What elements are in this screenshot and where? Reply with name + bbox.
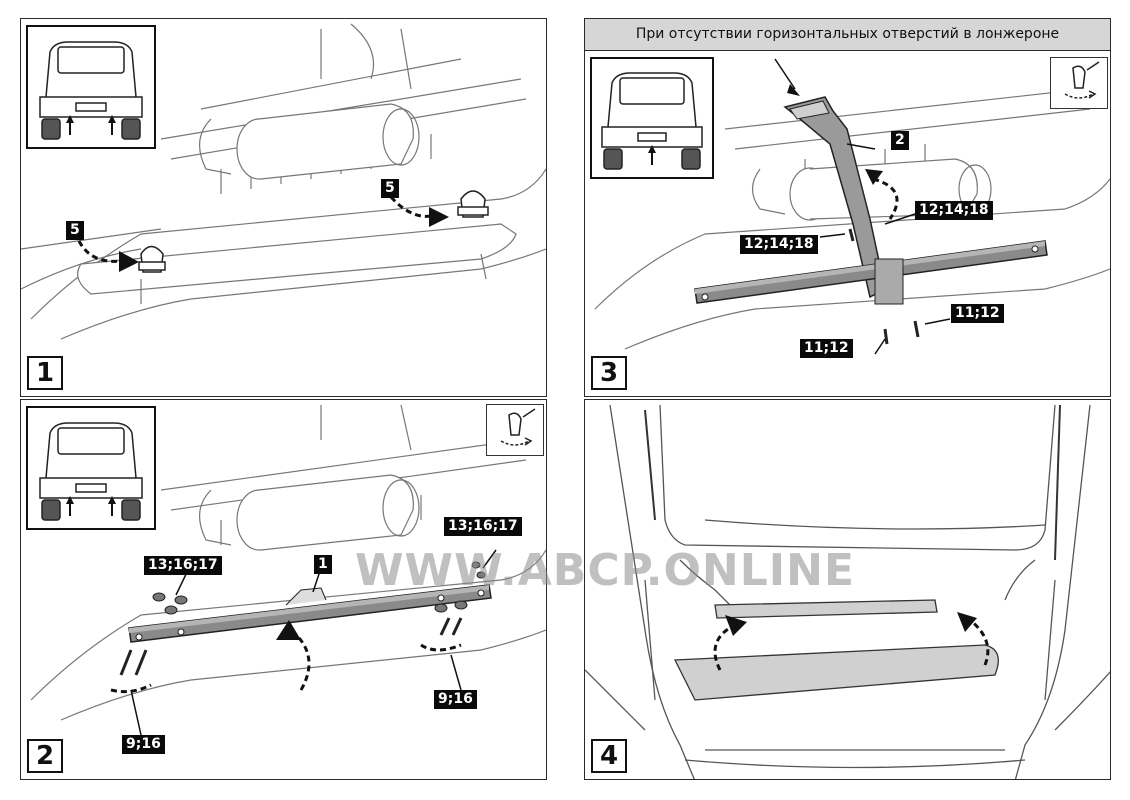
step-number-2: 2 — [27, 739, 63, 773]
callout-parts-9-16-right: 9;16 — [434, 690, 477, 709]
wrench-tool-icon — [1050, 57, 1108, 109]
panel-step-4: 4 — [584, 399, 1111, 780]
curved-arrow-icon — [119, 251, 139, 272]
callout-parts-13-16-17-left: 13;16;17 — [144, 556, 222, 575]
watermark-text: WWW.ABCP.ONLINE — [355, 545, 856, 596]
panel-2-drawing — [30, 404, 546, 736]
car-rear-thumbnail-icon — [26, 406, 156, 530]
step-number-1: 1 — [27, 356, 63, 390]
callout-parts-12-14-18-right: 12;14;18 — [915, 201, 993, 220]
car-rear-thumbnail-icon — [590, 57, 714, 179]
trunk-floor-panel — [673, 644, 999, 701]
warning-note-banner: При отсутствии горизонтальных отверстий … — [585, 19, 1110, 51]
callout-part-1: 1 — [314, 555, 332, 574]
panel-3-drawing — [594, 58, 1110, 355]
callout-parts-13-16-17-right: 13;16;17 — [444, 517, 522, 536]
step-number-4: 4 — [591, 739, 627, 773]
panel-step-1: 5 5 1 — [20, 18, 547, 397]
step-number-3: 3 — [591, 356, 627, 390]
panel-step-2: 13;16;17 13;16;17 1 9;16 9;16 2 — [20, 399, 547, 780]
panel-1-drawing — [21, 23, 546, 340]
wrench-tool-icon — [486, 404, 544, 456]
callout-parts-11-12-right: 11;12 — [951, 304, 1004, 323]
callout-part-5-left: 5 — [66, 221, 84, 240]
callout-part-2: 2 — [891, 131, 909, 150]
callout-parts-11-12-bottom: 11;12 — [800, 339, 853, 358]
callout-parts-9-16-left: 9;16 — [122, 735, 165, 754]
panel-step-3: При отсутствии горизонтальных отверстий … — [584, 18, 1111, 397]
car-rear-thumbnail-icon — [26, 25, 156, 149]
panel-4-drawing — [585, 404, 1110, 779]
callout-parts-12-14-18-left: 12;14;18 — [740, 235, 818, 254]
callout-part-5-right: 5 — [381, 179, 399, 198]
